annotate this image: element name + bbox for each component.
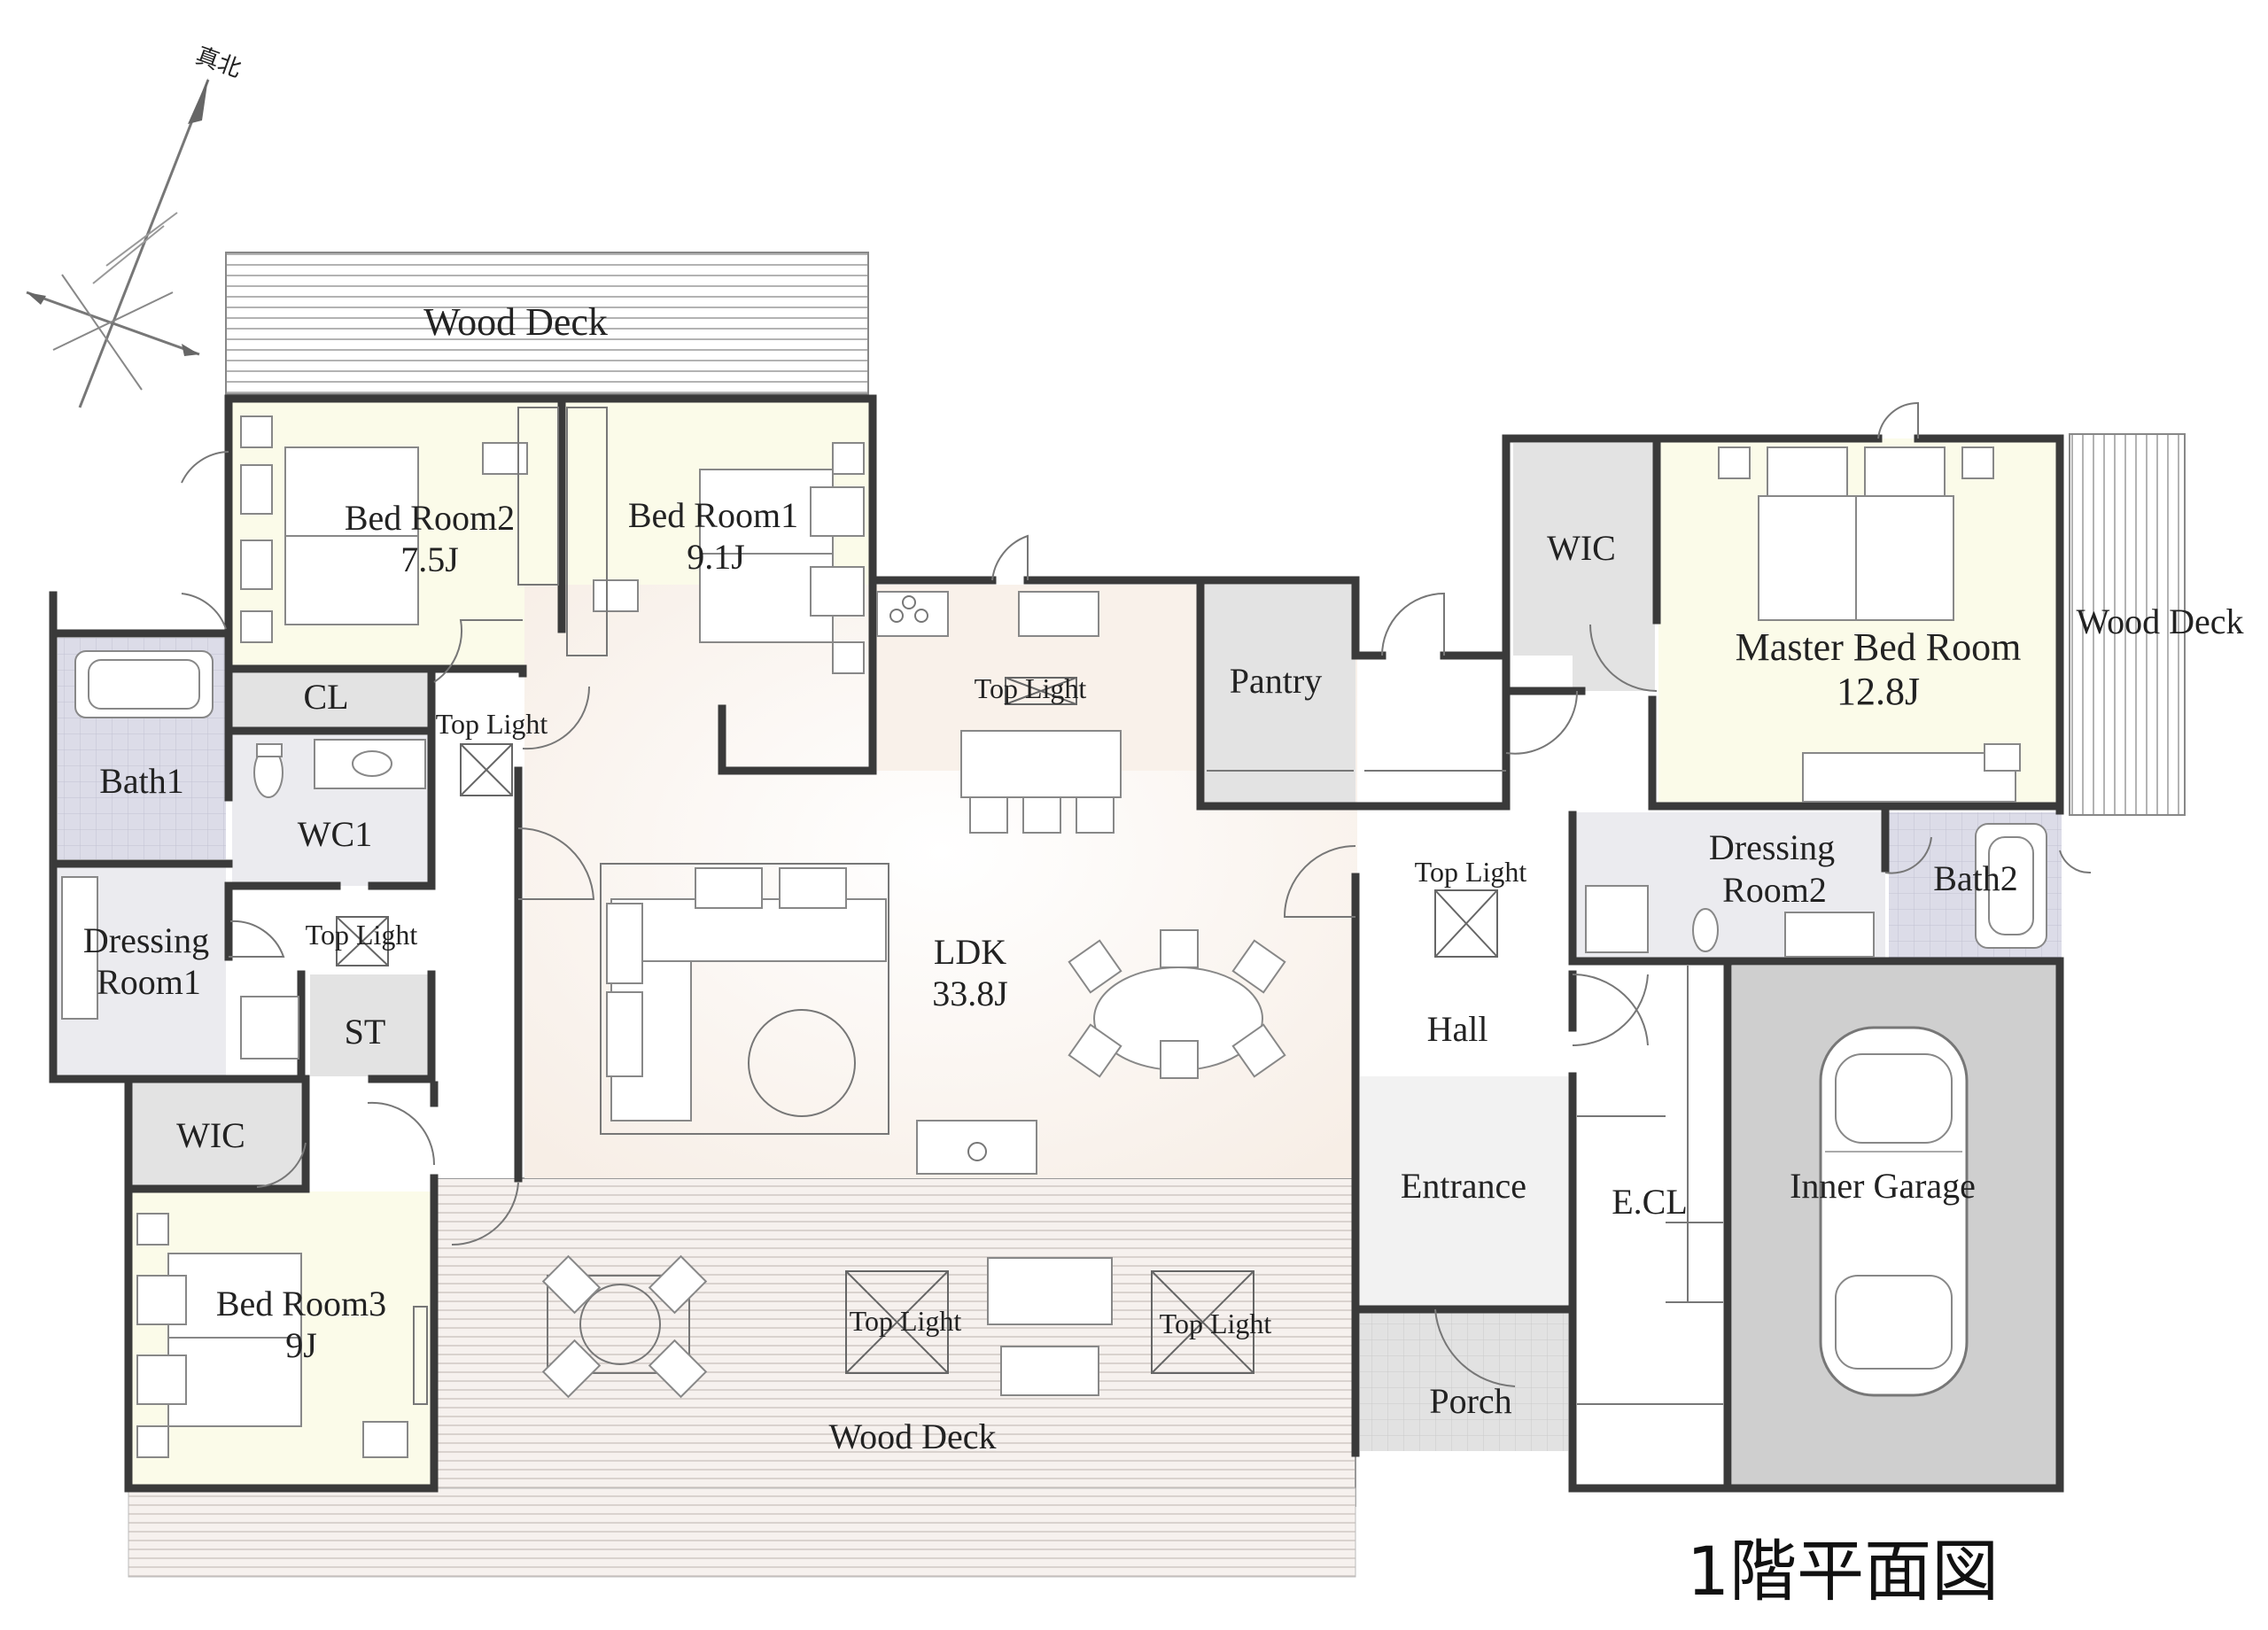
wood-deck-top-label: Wood Deck	[423, 300, 608, 344]
hall-floor	[1360, 656, 1573, 1076]
wic-right-floor	[1513, 443, 1655, 691]
wood-deck-step	[128, 1487, 1356, 1578]
top-light-label: Top Light	[436, 708, 548, 740]
top-light-label: Top Light	[1160, 1308, 1272, 1339]
wic-left-label: WIC	[176, 1115, 245, 1155]
porch-floor	[1360, 1309, 1568, 1451]
bed-room2-name: Bed Room2	[345, 498, 515, 538]
wc1-label: WC1	[298, 814, 372, 854]
top-light-label: Top Light	[306, 919, 418, 951]
car-icon	[1819, 1026, 1969, 1397]
room-labels: Wood Deck Bed Room2 7.5J Bed Room1 9.1J …	[83, 300, 2244, 1456]
ecl-label: E.CL	[1612, 1182, 1688, 1222]
doors	[181, 401, 2092, 1387]
st-floor	[310, 974, 431, 1076]
dressing-room2-line1: Dressing	[1709, 827, 1835, 867]
ldk-name: LDK	[934, 932, 1006, 972]
pantry-floor	[1205, 585, 1355, 806]
porch-label: Porch	[1429, 1381, 1511, 1421]
master-bed-room-name: Master Bed Room	[1736, 625, 2022, 669]
furniture	[61, 407, 2047, 1458]
dressing-room1-line2: Room1	[97, 962, 201, 1002]
dressing-room2-line2: Room2	[1722, 870, 1827, 910]
walls	[49, 394, 2064, 1493]
wic-right-label: WIC	[1547, 528, 1616, 568]
top-light-icons	[336, 677, 1498, 1374]
corridor-left	[434, 673, 518, 1178]
top-light-label: Top Light	[850, 1305, 962, 1337]
compass-icon: 真北	[26, 43, 245, 408]
master-bed-room-size: 12.8J	[1837, 670, 1920, 713]
wood-deck-right-label: Wood Deck	[2077, 602, 2244, 641]
wic-left-floor	[131, 1081, 301, 1187]
top-light-label: Top Light	[975, 672, 1087, 704]
bed-room3-size: 9J	[285, 1325, 317, 1365]
wood-deck-right	[2069, 433, 2186, 816]
ldk-size: 33.8J	[932, 974, 1008, 1013]
entrance-label: Entrance	[1401, 1166, 1526, 1206]
bath1-label: Bath1	[99, 761, 184, 801]
cl-floor	[232, 673, 431, 731]
compass-label: 真北	[192, 43, 245, 82]
entrance-floor	[1360, 1076, 1568, 1307]
top-light-labels: Top Light Top Light Top Light Top Light …	[306, 672, 1527, 1339]
wood-deck-top	[225, 252, 869, 395]
hall-label: Hall	[1427, 1009, 1488, 1049]
plan-title: 1階平面図	[1687, 1532, 1999, 1611]
bed-room3-name: Bed Room3	[216, 1284, 386, 1323]
dressing-room1-line1: Dressing	[83, 920, 209, 960]
pantry-label: Pantry	[1230, 661, 1322, 701]
bed-room1-name: Bed Room1	[628, 495, 798, 535]
cl-label: CL	[303, 677, 348, 717]
st-label: ST	[345, 1012, 386, 1052]
inner-garage-label: Inner Garage	[1790, 1166, 1976, 1206]
bed-room1-size: 9.1J	[687, 537, 745, 577]
bath2-label: Bath2	[1933, 858, 2018, 898]
top-light-label: Top Light	[1415, 856, 1527, 888]
bed-room2-size: 7.5J	[400, 539, 459, 579]
wood-deck-bottom-label: Wood Deck	[829, 1417, 997, 1456]
